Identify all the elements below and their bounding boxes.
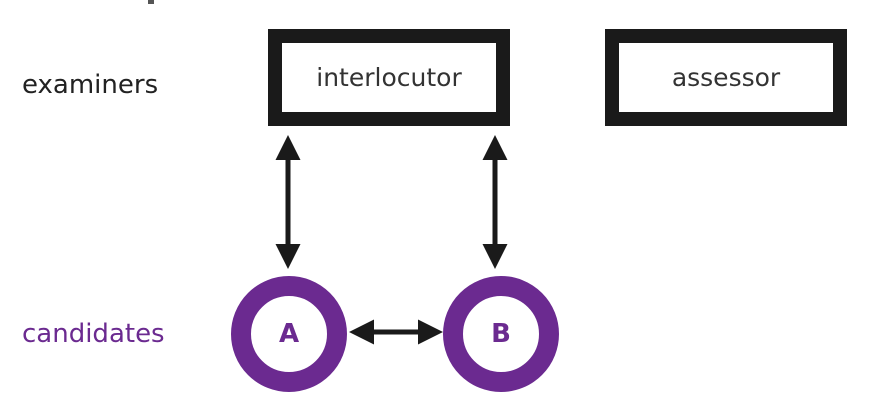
candidate-b-circle: B	[443, 276, 559, 392]
candidate-a-circle: A	[231, 276, 347, 392]
assessor-label: assessor	[671, 63, 781, 92]
candidate-a-label: A	[278, 319, 300, 349]
cropped-text-fragment	[122, 0, 156, 4]
candidates-label: candidates	[22, 319, 165, 349]
interlocutor-label: interlocutor	[316, 63, 462, 92]
examiners-label: examiners	[22, 70, 159, 100]
interlocutor-box: interlocutor	[268, 29, 510, 126]
assessor-box: assessor	[605, 29, 847, 126]
candidate-b-label: B	[491, 319, 511, 349]
